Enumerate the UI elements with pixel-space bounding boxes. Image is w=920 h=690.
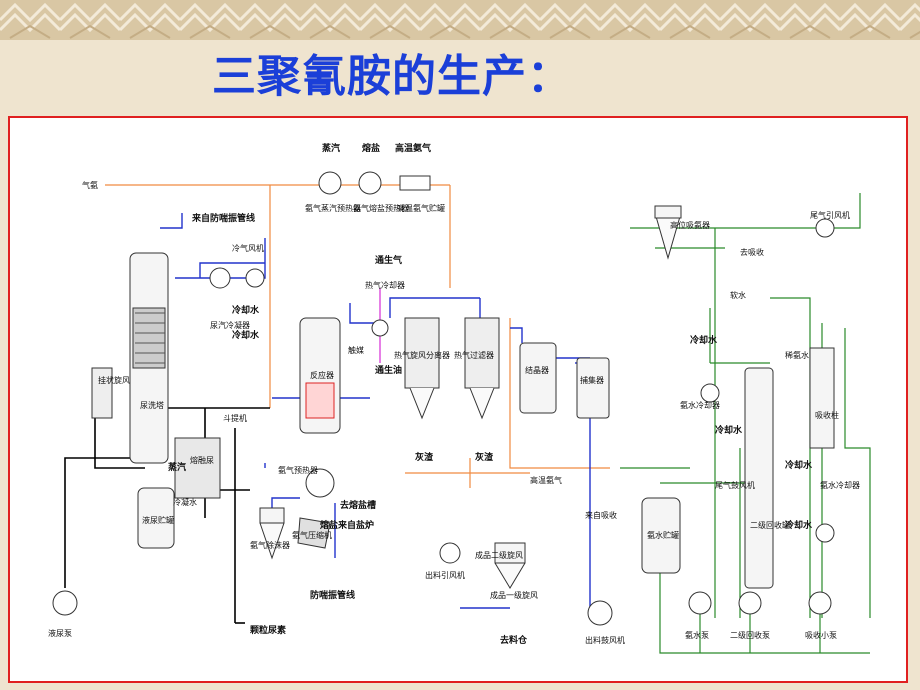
label-niaoye-chuguan: 液尿贮罐 [142,515,174,525]
label-guazhuang-xuanfeng: 挂状旋风 [98,375,130,385]
label-nieshi-ta: 尿洗塔 [140,400,164,410]
label-an-rongyan-yure: 氨气熔盐预热器 [353,203,409,213]
label-huizha-1: 灰渣 [415,451,434,463]
process-flow-frame: 气氨 蒸汽 熔盐 高温氨气 氨气蒸汽预热器 氨气熔盐预热器 高温氨气贮罐 来自防… [8,116,908,683]
label-lengque-shui-1: 冷却水 [232,304,260,316]
label-anqi-yure: 氨气预热器 [278,465,318,475]
label-niaoye-beng: 液尿泵 [48,628,72,638]
label-chengpin-erji: 成品二级旋风 [475,550,523,560]
label-weiqi-yinfeng: 尾气引风机 [810,210,850,220]
label-lai-zi-xishou: 来自吸收 [585,510,617,520]
label-anqi-yasuo: 氨气压缩机 [292,530,332,540]
label-xi-anshui: 稀氨水 [785,350,809,360]
label-chuliao-yinfeng: 出料引风机 [425,570,465,580]
label-lengque-shui-5: 冷却水 [785,459,813,471]
label-reqi-xuanfeng: 热气旋风分离器 [394,350,450,360]
label-lengque-shui-4: 冷却水 [715,424,743,436]
label-xishouzhu: 吸收柱 [815,410,839,420]
label-rongyan: 熔盐 [362,142,380,154]
label-erji-huishou-beng: 二级回收泵 [730,630,770,640]
label-lengning-shui: 冷凝水 [173,497,197,507]
label-gaowen-anqi: 高温氨气 [395,142,431,154]
label-lengque-shui-2: 冷却水 [232,329,260,341]
label-tong-shengyou: 通生油 [375,364,402,376]
label-qu-liaocang: 去料仓 [500,634,528,646]
label-rongyan-guan: 熔融尿 [190,455,214,465]
label-anqi-chuchen: 氨气除沫器 [250,540,290,550]
label-chengpin-yiji: 成品一级旋风 [490,590,538,600]
label-weiqi-gufeng: 尾气鼓风机 [715,480,755,490]
label-anshui-chuguan: 氨水贮罐 [647,530,679,540]
label-buji: 捕集器 [580,375,604,385]
label-jiejing: 结晶器 [525,365,549,375]
label-ruanshui: 软水 [730,290,746,300]
label-qu-rongyan: 去熔盐槽 [340,499,376,511]
label-qi-an: 气氨 [82,180,98,190]
label-qu-xishou: 去吸收 [740,247,764,257]
label-reqi-guolv: 热气过滤器 [454,350,494,360]
label-niaoqi-lengning: 尿汽冷凝器 [210,320,250,330]
label-zhengqi-2: 蒸汽 [168,461,186,473]
label-anshui-lengque-2: 氨水冷却器 [820,480,860,490]
label-zhengqi: 蒸汽 [322,142,340,154]
label-an-zhengqi-yure: 氨气蒸汽预热器 [305,203,361,213]
decorative-header-band [0,0,920,40]
label-anshui-beng: 氨水泵 [685,630,709,640]
label-reqi-lengque: 热气冷却器 [365,280,405,290]
label-anshui-lengque: 氨水冷却器 [680,400,720,410]
label-gaowen-anqi-2: 高温氨气 [530,475,562,485]
label-xishou-xiaobeng: 吸收小泵 [805,630,837,640]
label-chuliao-gufeng: 出料鼓风机 [585,635,625,645]
label-tong-shengqi: 通生气 [375,254,402,266]
page-title: 三聚氰胺的生产： [212,51,572,102]
label-keli-niaosu: 颗粒尿素 [250,624,286,636]
label-lengque-shui-3: 冷却水 [690,334,718,346]
label-lengqi-fengji: 冷气风机 [232,243,264,253]
label-chumei: 触媒 [348,345,364,355]
label-lengque-shui-6: 冷却水 [785,519,813,531]
melamine-process-flow-diagram: 气氨 蒸汽 熔盐 高温氨气 氨气蒸汽预热器 氨气熔盐预热器 高温氨气贮罐 来自防… [48,142,871,654]
label-dou-tiji: 斗提机 [223,413,247,423]
label-gaowen-anqi-chuguan: 高温氨气贮罐 [397,203,445,213]
label-fangbao-guanxian: 防喘振管线 [310,589,355,601]
label-lai-rongyan: 熔盐来自盐炉 [320,519,374,531]
label-erji-huishou: 二级回收罐 [750,520,790,530]
label-fanyingqi: 反应器 [310,370,334,380]
label-gaowei-xishou: 高位吸氨器 [670,220,710,230]
label-lai-fangbao: 来自防喘振管线 [191,212,255,224]
label-huizha-2: 灰渣 [475,451,494,463]
